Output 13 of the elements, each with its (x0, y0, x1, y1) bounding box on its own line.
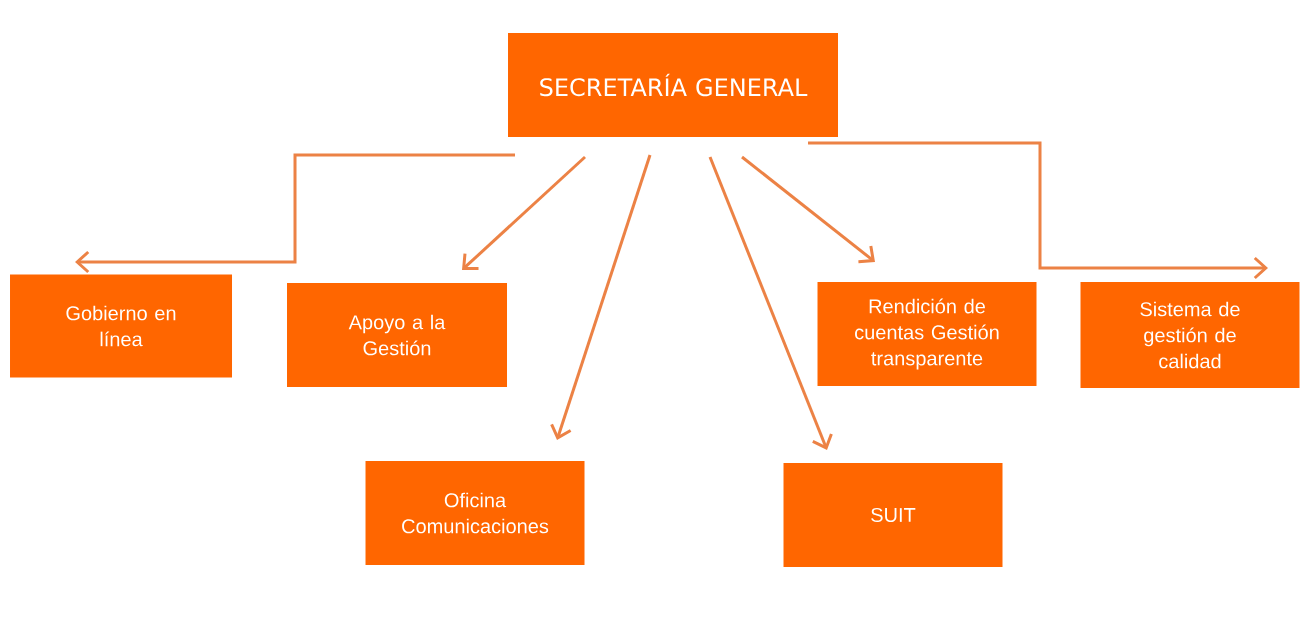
unit-box: Sistema de gestión de calidad (1080, 282, 1300, 388)
unit-box: Apoyo a la Gestión (287, 283, 507, 387)
arrow (708, 156, 833, 450)
unit-box: Oficina Comunicaciones (365, 461, 585, 565)
arrow (462, 155, 587, 270)
unit-box: Gobierno en línea (10, 274, 232, 378)
unit-box: SUIT (783, 463, 1003, 567)
arrow (75, 153, 515, 274)
title-box: SECRETARÍA GENERAL (508, 33, 838, 137)
unit-box: Rendición de cuentas Gestión transparente (817, 282, 1037, 386)
arrow (808, 141, 1268, 280)
arrow (741, 155, 875, 264)
arrow (550, 154, 652, 440)
